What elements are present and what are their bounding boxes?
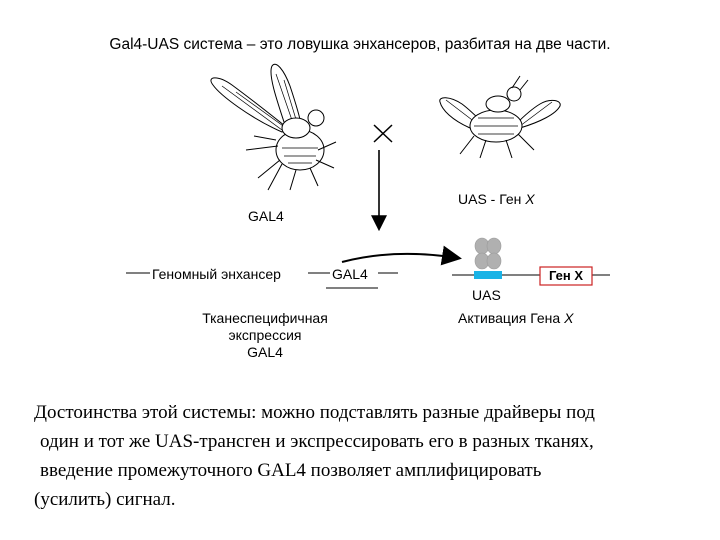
- activation-label: Активация Гена X: [458, 310, 573, 326]
- expression-label-2: экспрессия: [228, 327, 302, 343]
- uas-label: UAS: [472, 287, 501, 303]
- diagram-title: Gal4-UAS система – это ловушка энхансеро…: [109, 36, 611, 53]
- uas-fly-label-gene: X: [525, 191, 535, 207]
- cross-symbol: [373, 124, 393, 143]
- paragraph-line-1: Достоинства этой системы: можно подставл…: [34, 402, 595, 423]
- expression-label-3: GAL4: [247, 344, 283, 360]
- enhancer-construct-line: [126, 272, 398, 289]
- uas-fly-label: UAS - Ген X: [458, 191, 535, 207]
- gene-x-label: Ген Х: [548, 268, 584, 283]
- gal4-gene-label: GAL4: [332, 266, 368, 282]
- expression-label-1: Тканеспецифичная: [202, 310, 328, 326]
- paragraph-line-4: (усилить) сигнал.: [34, 489, 176, 510]
- gal4-fly-label: GAL4: [248, 208, 284, 224]
- activation-label-prefix: Активация Гена: [458, 310, 565, 326]
- paragraph-line-3: введение промежуточного GAL4 позволяет а…: [40, 460, 542, 481]
- uas-fly-illustration: [439, 75, 561, 159]
- gal4-fly-illustration: [210, 63, 337, 191]
- paragraph-line-2: один и тот же UAS-трансген и экспрессиро…: [40, 431, 594, 452]
- gal4-protein-blob: [474, 237, 502, 270]
- activation-arrow: [341, 245, 462, 266]
- gene-x-box: [539, 266, 593, 286]
- uas-fly-label-prefix: UAS - Ген: [458, 191, 526, 207]
- uas-box: [474, 271, 502, 279]
- activation-label-gene: X: [564, 310, 574, 326]
- enhancer-label: Геномный энхансер: [152, 266, 281, 282]
